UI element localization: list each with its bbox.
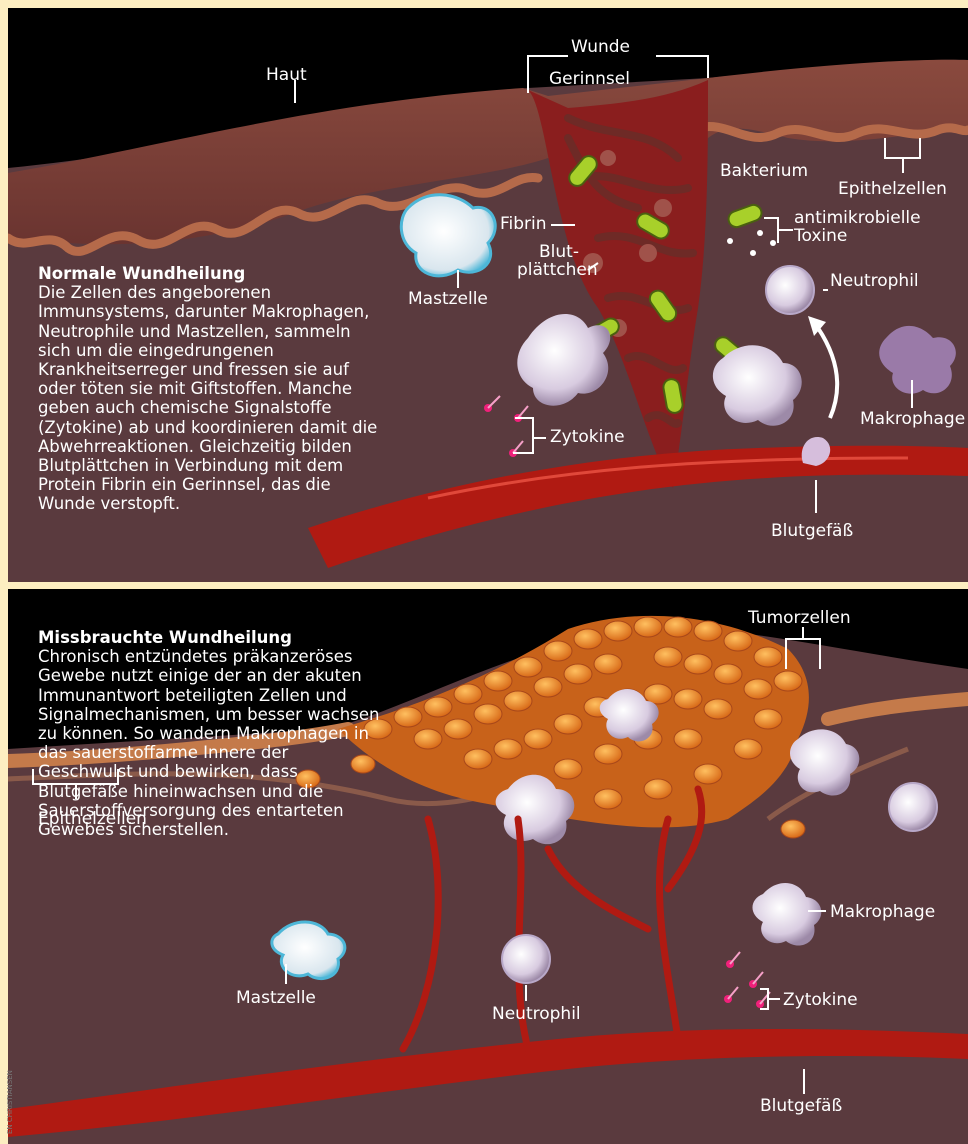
label-blutgefaess-bottom: Blutgefäß xyxy=(760,1097,842,1116)
label-haut: Haut xyxy=(266,66,307,85)
label-gerinnsel: Gerinnsel xyxy=(549,70,630,89)
label-mastzelle: Mastzelle xyxy=(408,290,488,309)
description-normal: Normale Wundheilung Die Zellen des angeb… xyxy=(38,264,383,514)
label-bakterium: Bakterium xyxy=(720,162,808,181)
neutrophil-right xyxy=(889,783,937,831)
label-plaettchen: plättchen xyxy=(517,261,598,280)
neutrophil-bottom xyxy=(502,935,550,983)
label-makrophage: Makrophage xyxy=(860,410,965,429)
description-text: Die Zellen des angeborenen Immunsystems,… xyxy=(38,283,377,513)
label-tumorzellen: Tumorzellen xyxy=(748,609,851,628)
label-zytokine: Zytokine xyxy=(550,428,625,447)
label-toxine: Toxine xyxy=(794,227,847,246)
neutrophil-cell xyxy=(766,266,814,314)
panel-normal-wound-healing: Haut Wunde Gerinnsel Bakterium Epithelze… xyxy=(8,8,968,582)
description-title-bottom: Missbrauchte Wundheilung xyxy=(38,628,383,647)
description-title: Normale Wundheilung xyxy=(38,264,383,283)
description-text-bottom: Chronisch entzündetes präkanzeröses Gewe… xyxy=(38,647,379,839)
label-zytokine-bottom: Zytokine xyxy=(783,991,858,1010)
label-fibrin: Fibrin xyxy=(500,215,547,234)
label-blutgefaess: Blutgefäß xyxy=(771,522,853,541)
label-neutrophil-bottom: Neutrophil xyxy=(492,1005,581,1024)
panel-abused-wound-healing: Tumorzellen Makrophage Zytokine Epithelz… xyxy=(8,589,968,1144)
label-makrophage-bottom: Makrophage xyxy=(830,903,935,922)
label-epithelzellen: Epithelzellen xyxy=(838,180,947,199)
label-wunde: Wunde xyxy=(571,38,630,57)
image-credit: EN CHRISTIANSEN xyxy=(6,1054,14,1134)
description-abused: Missbrauchte Wundheilung Chronisch entzü… xyxy=(38,628,383,839)
label-mastzelle-bottom: Mastzelle xyxy=(236,989,316,1008)
label-neutrophil: Neutrophil xyxy=(830,272,919,291)
